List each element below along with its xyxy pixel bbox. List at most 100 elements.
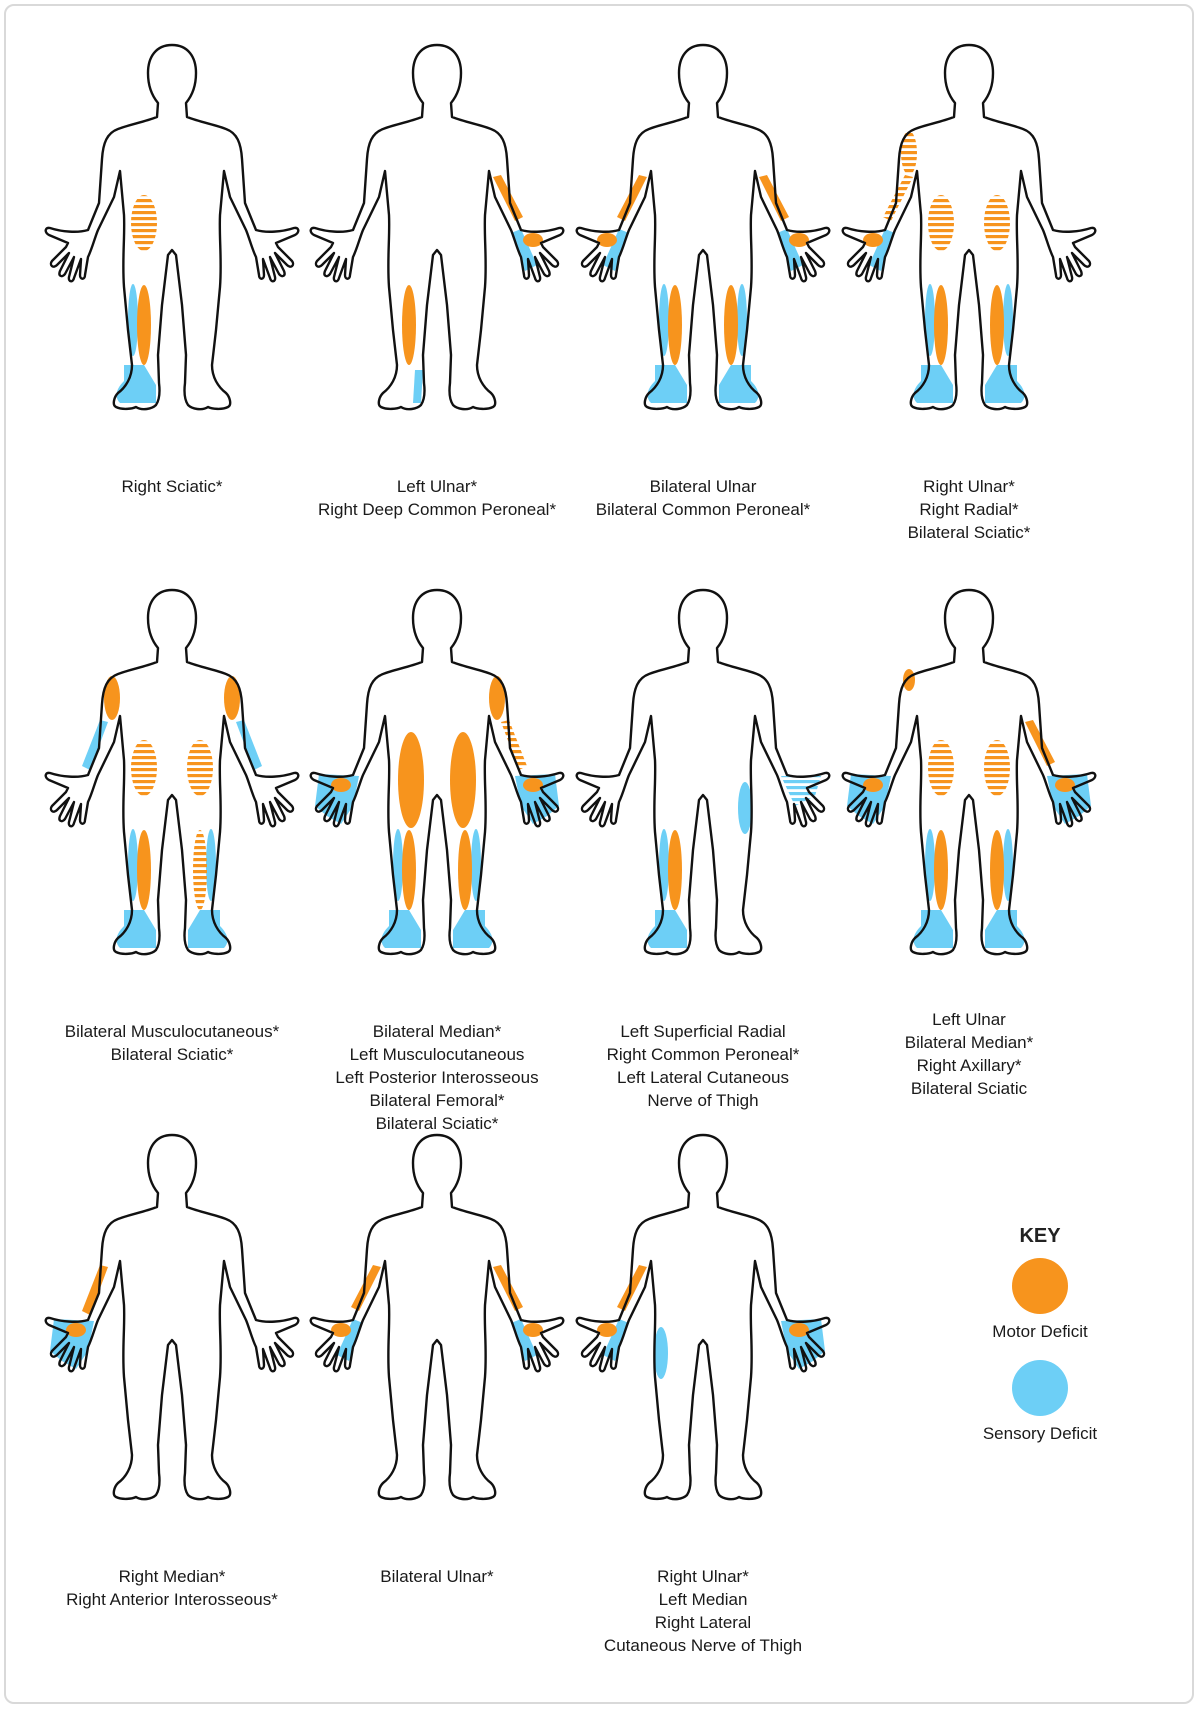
- caption-line: Nerve of Thigh: [647, 1091, 759, 1110]
- motor-deficit-region-R-thigh: [187, 740, 213, 796]
- sensory-deficit-region-L-hand-ulnar: [603, 1319, 629, 1361]
- sensory-deficit-region-R-thigh-lateral: [738, 782, 752, 834]
- caption-line: Right Common Peroneal*: [606, 1045, 800, 1064]
- caption-line: Bilateral Sciatic*: [375, 1114, 499, 1133]
- body-silhouette: [576, 45, 830, 410]
- body-figure-bilateral-musculocutaneous: Bilateral Musculocutaneous*Bilateral Sci…: [32, 570, 312, 1130]
- caption-line: Bilateral Common Peroneal*: [595, 500, 811, 519]
- motor-deficit-region-L-palm: [863, 778, 883, 792]
- sensory-deficit-region-L-shin-outer: [393, 829, 403, 901]
- sensory-label: Sensory Deficit: [982, 1424, 1098, 1443]
- body-outline: [841, 43, 1097, 411]
- motor-deficit-region-L-shin: [668, 285, 682, 365]
- motor-deficit-region-R-shin: [724, 285, 738, 365]
- motor-deficit-region-R-forearm-ulnar: [493, 1265, 523, 1311]
- motor-deficit-region-R-thigh-full: [450, 732, 476, 828]
- motor-deficit-region-R-palm: [523, 1323, 543, 1337]
- motor-deficit-region-R-shin: [458, 830, 472, 910]
- caption-line: Left Ulnar: [932, 1010, 1006, 1029]
- body-figure-right-median: Right Median*Right Anterior Interosseous…: [32, 1115, 312, 1675]
- body-outline-stroke: [44, 588, 300, 956]
- sensory-deficit-region-R-hand-ulnar: [511, 229, 537, 271]
- motor-deficit-region-L-forearm-ulnar: [617, 1265, 647, 1311]
- motor-deficit-region-L-thigh: [131, 195, 157, 251]
- body-silhouette: [576, 590, 830, 955]
- body-silhouette: [310, 590, 564, 955]
- sensory-deficit-region-L-hand-ulnar: [869, 229, 895, 271]
- sensory-deficit-region-L-forearm-radial: [82, 720, 108, 770]
- motor-deficit-region-R-shin: [990, 830, 1004, 910]
- motor-deficit-region-L-thigh: [131, 740, 157, 796]
- motor-swatch: [1012, 1258, 1068, 1314]
- figure-caption: Bilateral Ulnar*: [297, 1565, 577, 1588]
- body-outline: [575, 1133, 831, 1501]
- sensory-deficit-region-L-foot-web: [413, 370, 423, 403]
- sensory-deficit-region-R-shin-outer: [1003, 284, 1013, 356]
- motor-deficit-region-R-forearm-radial: [501, 720, 527, 770]
- sensory-deficit-region-R-foot: [453, 910, 493, 948]
- sensory-deficit-region-R-shin-outer: [471, 829, 481, 901]
- body-silhouette: [310, 45, 564, 410]
- caption-line: Left Superficial Radial: [620, 1022, 786, 1041]
- caption-line: Right Anterior Interosseous*: [66, 1590, 278, 1609]
- sensory-deficit-region-R-shin-outer: [1003, 829, 1013, 901]
- motor-deficit-region-L-forearm-ulnar: [883, 175, 913, 221]
- motor-deficit-region-R-upperarm: [224, 676, 240, 720]
- body-outline: [841, 588, 1097, 956]
- sensory-deficit-region-L-shin-outer: [659, 829, 669, 901]
- sensory-deficit-region-L-shin-outer: [925, 829, 935, 901]
- body-outline-stroke: [841, 588, 1097, 956]
- body-silhouette: [45, 45, 299, 410]
- sensory-deficit-region-R-foot: [985, 365, 1025, 403]
- motor-deficit-region-L-palm: [863, 233, 883, 247]
- body-outline: [575, 43, 831, 411]
- caption-line: Bilateral Femoral*: [369, 1091, 505, 1110]
- motor-deficit-region-L-shin: [934, 830, 948, 910]
- sensory-deficit-region-L-foot: [913, 910, 953, 948]
- body-outline-stroke: [309, 1133, 565, 1501]
- caption-line: Bilateral Ulnar*: [380, 1567, 494, 1586]
- motor-deficit-region-R-forearm-ulnar: [1025, 720, 1055, 766]
- motor-deficit-region-L-upperarm: [901, 131, 917, 175]
- sensory-deficit-region-L-foot: [116, 365, 156, 403]
- sensory-deficit-region-R-shin-outer: [206, 829, 216, 901]
- motor-deficit-region-L-palm: [66, 1323, 86, 1337]
- caption-line: Right Lateral: [654, 1613, 752, 1632]
- figure-caption: Bilateral Musculocutaneous*Bilateral Sci…: [32, 1020, 312, 1066]
- sensory-deficit-region-R-hand-ulnar: [511, 1319, 537, 1361]
- body-silhouette: [45, 590, 299, 955]
- sensory-deficit-region-L-shin-outer: [925, 284, 935, 356]
- sensory-deficit-region-L-thigh-lateral: [654, 1327, 668, 1379]
- sensory-deficit-region-L-shin-outer: [659, 284, 669, 356]
- motor-deficit-region-L-palm: [597, 1323, 617, 1337]
- sensory-deficit-region-R-foot: [188, 910, 228, 948]
- caption-line: Left Median: [658, 1590, 748, 1609]
- motor-deficit-region-R-shin: [990, 285, 1004, 365]
- motor-deficit-region-L-upperarm: [104, 676, 120, 720]
- caption-line: Right Ulnar*: [657, 1567, 749, 1586]
- sensory-deficit-region-R-hand-ulnar: [777, 229, 803, 271]
- caption-line: Right Radial*: [919, 500, 1019, 519]
- body-silhouette: [576, 1135, 830, 1500]
- sensory-deficit-region-L-hand-ulnar: [603, 229, 629, 271]
- body-outline: [309, 1133, 565, 1501]
- caption-line: Left Musculocutaneous: [349, 1045, 525, 1064]
- sensory-deficit-region-L-shin-outer: [128, 829, 138, 901]
- motor-deficit-region-R-forearm-ulnar: [493, 175, 523, 221]
- motor-deficit-region-L-forearm-ulnar: [351, 1265, 381, 1311]
- motor-deficit-region-L-thigh: [928, 740, 954, 796]
- body-silhouette: [842, 590, 1096, 955]
- motor-deficit-region-L-shin: [668, 830, 682, 910]
- motor-deficit-region-L-thigh: [928, 195, 954, 251]
- motor-deficit-region-R-palm: [1055, 778, 1075, 792]
- figure-caption: Right Ulnar*Right Radial*Bilateral Sciat…: [829, 475, 1109, 544]
- sensory-deficit-region-R-foot: [719, 365, 759, 403]
- motor-deficit-region-L-thigh-full: [398, 732, 424, 828]
- caption-line: Right Sciatic*: [121, 477, 223, 496]
